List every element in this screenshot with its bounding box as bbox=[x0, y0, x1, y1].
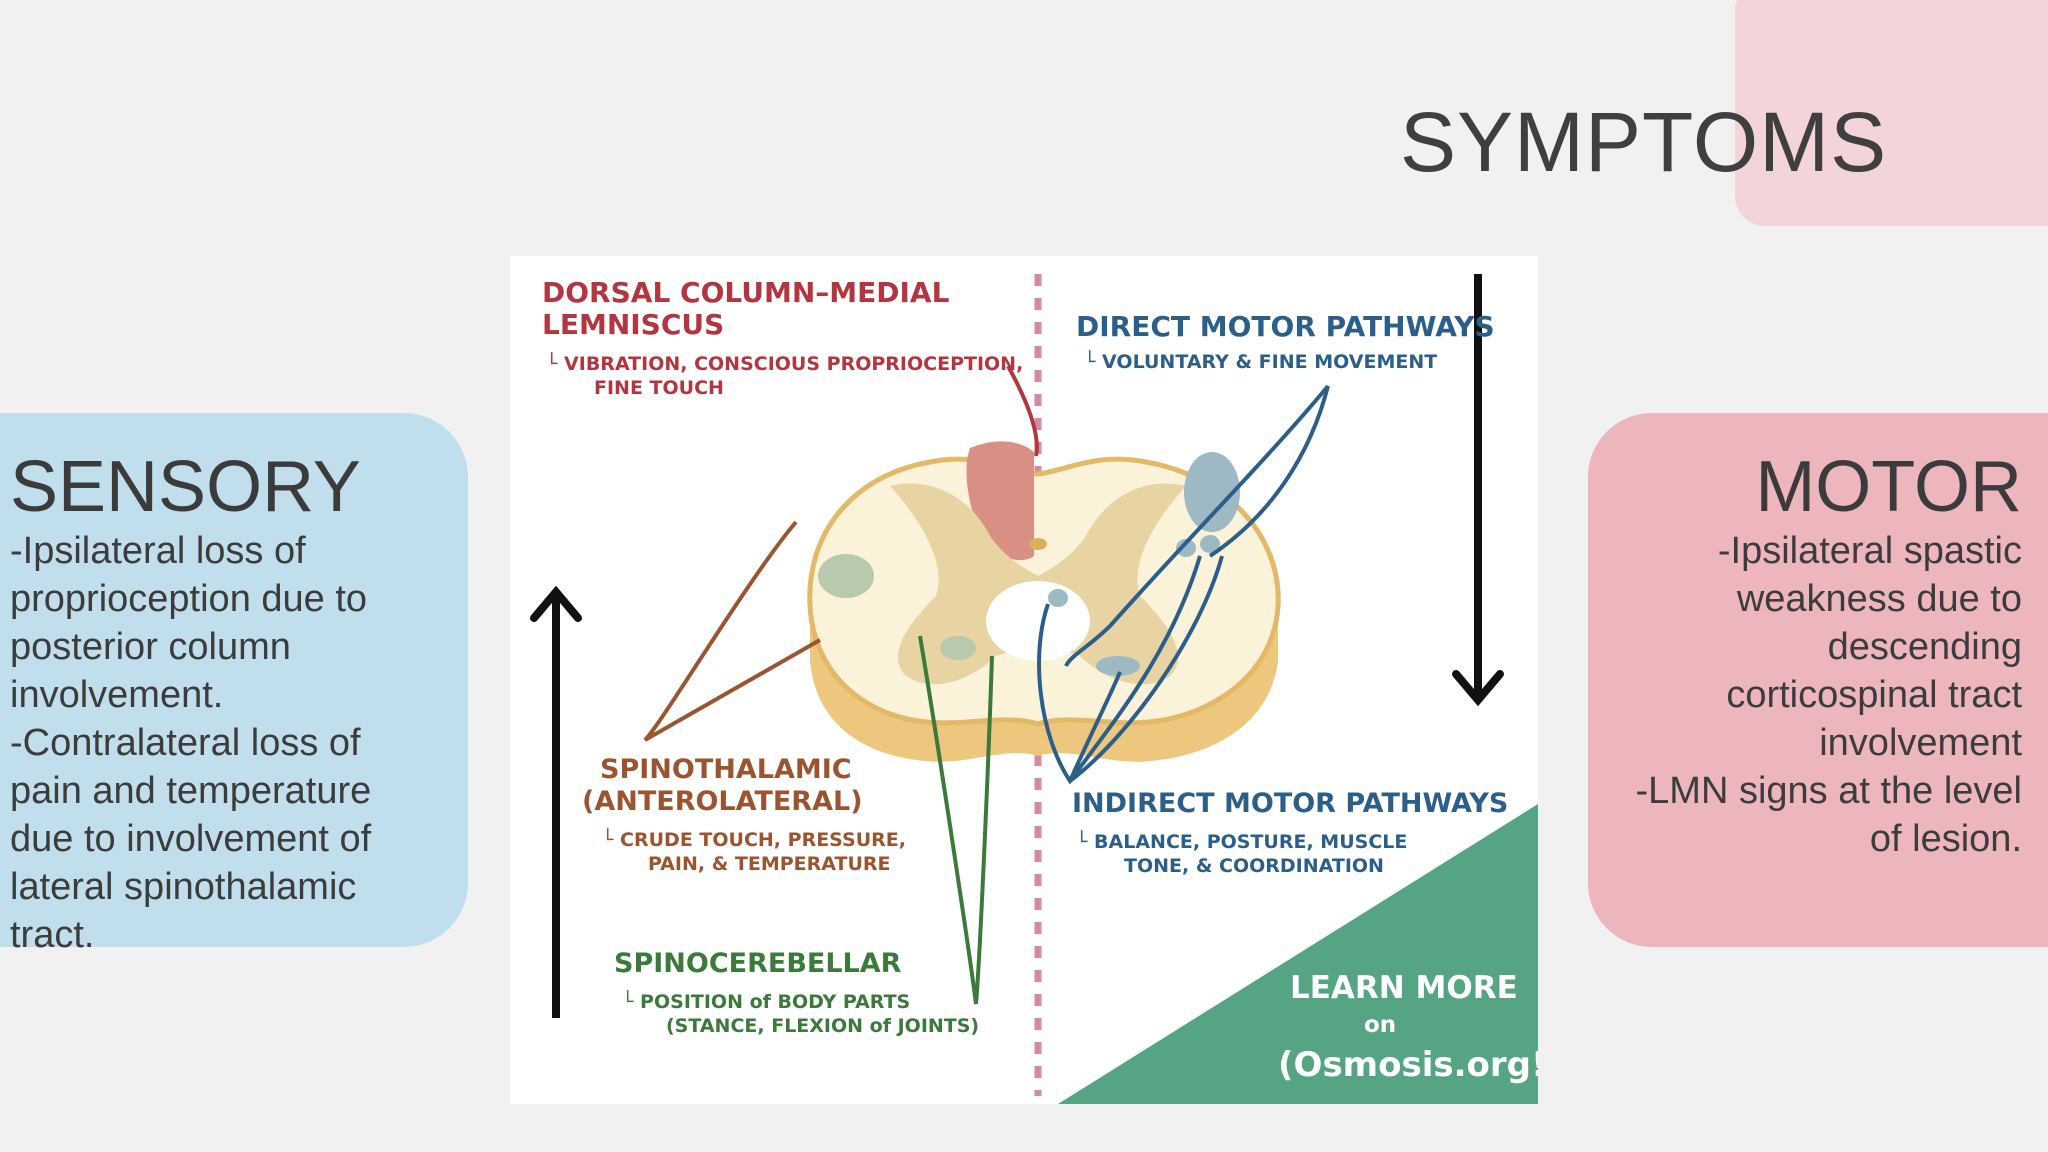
motor-panel: MOTOR -Ipsilateral spastic weakness due … bbox=[1588, 413, 2048, 947]
spinothalamic-title-line-2: (ANTEROLATERAL) bbox=[582, 786, 863, 817]
motor-nucleus-2 bbox=[1176, 539, 1196, 557]
motor-nucleus-1 bbox=[1048, 589, 1068, 607]
spinothalamic-subtitle-line-1: └ CRUDE TOUCH, PRESSURE, bbox=[602, 827, 906, 851]
spinocerebellar-tract-region bbox=[940, 636, 976, 660]
dorsal-title-line-2: LEMNISCUS bbox=[542, 308, 724, 341]
direct-motor-subtitle: └ VOLUNTARY & FINE MOVEMENT bbox=[1084, 349, 1437, 373]
spinothalamic-subtitle-line-2: PAIN, & TEMPERATURE bbox=[648, 853, 890, 875]
indirect-motor-leader-line-3 bbox=[1068, 671, 1122, 782]
osmosis-logo-text: (Osmosis.org! bbox=[1278, 1045, 1538, 1085]
decorative-corner-shape bbox=[1735, 0, 2048, 226]
spinal-cord-illustration: DORSAL COLUMN–MEDIAL LEMNISCUS └ VIBRATI… bbox=[530, 274, 1538, 1104]
spinocerebellar-subtitle-line-2: (STANCE, FLEXION of JOINTS) bbox=[666, 1015, 979, 1037]
sensory-body: -Ipsilateral loss of proprioception due … bbox=[10, 530, 372, 956]
learn-more-text: LEARN MORE bbox=[1290, 970, 1518, 1006]
indirect-motor-leader-line-2 bbox=[1068, 555, 1224, 783]
spinothalamic-title-line-1: SPINOTHALAMIC bbox=[600, 754, 852, 785]
motor-body: -Ipsilateral spastic weakness due to des… bbox=[1635, 530, 2023, 860]
descending-arrow-head bbox=[1452, 670, 1504, 707]
spinothalamic-tract-region bbox=[818, 554, 874, 598]
osmosis-corner-triangle bbox=[1058, 804, 1538, 1104]
indirect-motor-subtitle-line-1: └ BALANCE, POSTURE, MUSCLE bbox=[1076, 829, 1407, 853]
spinocerebellar-leader-line bbox=[918, 635, 994, 1005]
motor-heading: MOTOR bbox=[1755, 447, 2022, 527]
direct-motor-leader-line-2 bbox=[1208, 385, 1330, 558]
motor-nucleus-3 bbox=[1200, 535, 1220, 553]
central-canal bbox=[1029, 538, 1047, 550]
spinal-cord-figure: DORSAL COLUMN–MEDIAL LEMNISCUS └ VIBRATI… bbox=[510, 256, 1538, 1104]
corticospinal-tract-region bbox=[1184, 452, 1240, 532]
direct-motor-leader-line-1 bbox=[1064, 384, 1330, 667]
direct-motor-title: DIRECT MOTOR PATHWAYS bbox=[1076, 310, 1495, 343]
dorsal-subtitle-line-2: FINE TOUCH bbox=[594, 377, 724, 399]
spinocerebellar-subtitle-line-1: └ POSITION of BODY PARTS bbox=[622, 989, 910, 1013]
indirect-motor-subtitle-line-2: TONE, & COORDINATION bbox=[1124, 855, 1384, 877]
learn-more-on-text: on bbox=[1364, 1012, 1396, 1038]
dorsal-subtitle-line-1: └ VIBRATION, CONSCIOUS PROPRIOCEPTION, bbox=[546, 351, 1023, 375]
dorsal-title-line-1: DORSAL COLUMN–MEDIAL bbox=[542, 276, 950, 309]
anterior-horn-region bbox=[1096, 656, 1140, 676]
spinothalamic-leader-line bbox=[643, 520, 821, 742]
dorsal-leader-line bbox=[1006, 365, 1039, 457]
indirect-motor-title: INDIRECT MOTOR PATHWAYS bbox=[1072, 788, 1508, 819]
sensory-heading: SENSORY bbox=[10, 447, 361, 527]
spinocerebellar-title: SPINOCEREBELLAR bbox=[614, 948, 902, 979]
ascending-arrow-head bbox=[530, 585, 582, 622]
slide-title: SYMPTOMS bbox=[1400, 95, 1888, 189]
sensory-panel: SENSORY -Ipsilateral loss of propriocept… bbox=[0, 413, 468, 956]
